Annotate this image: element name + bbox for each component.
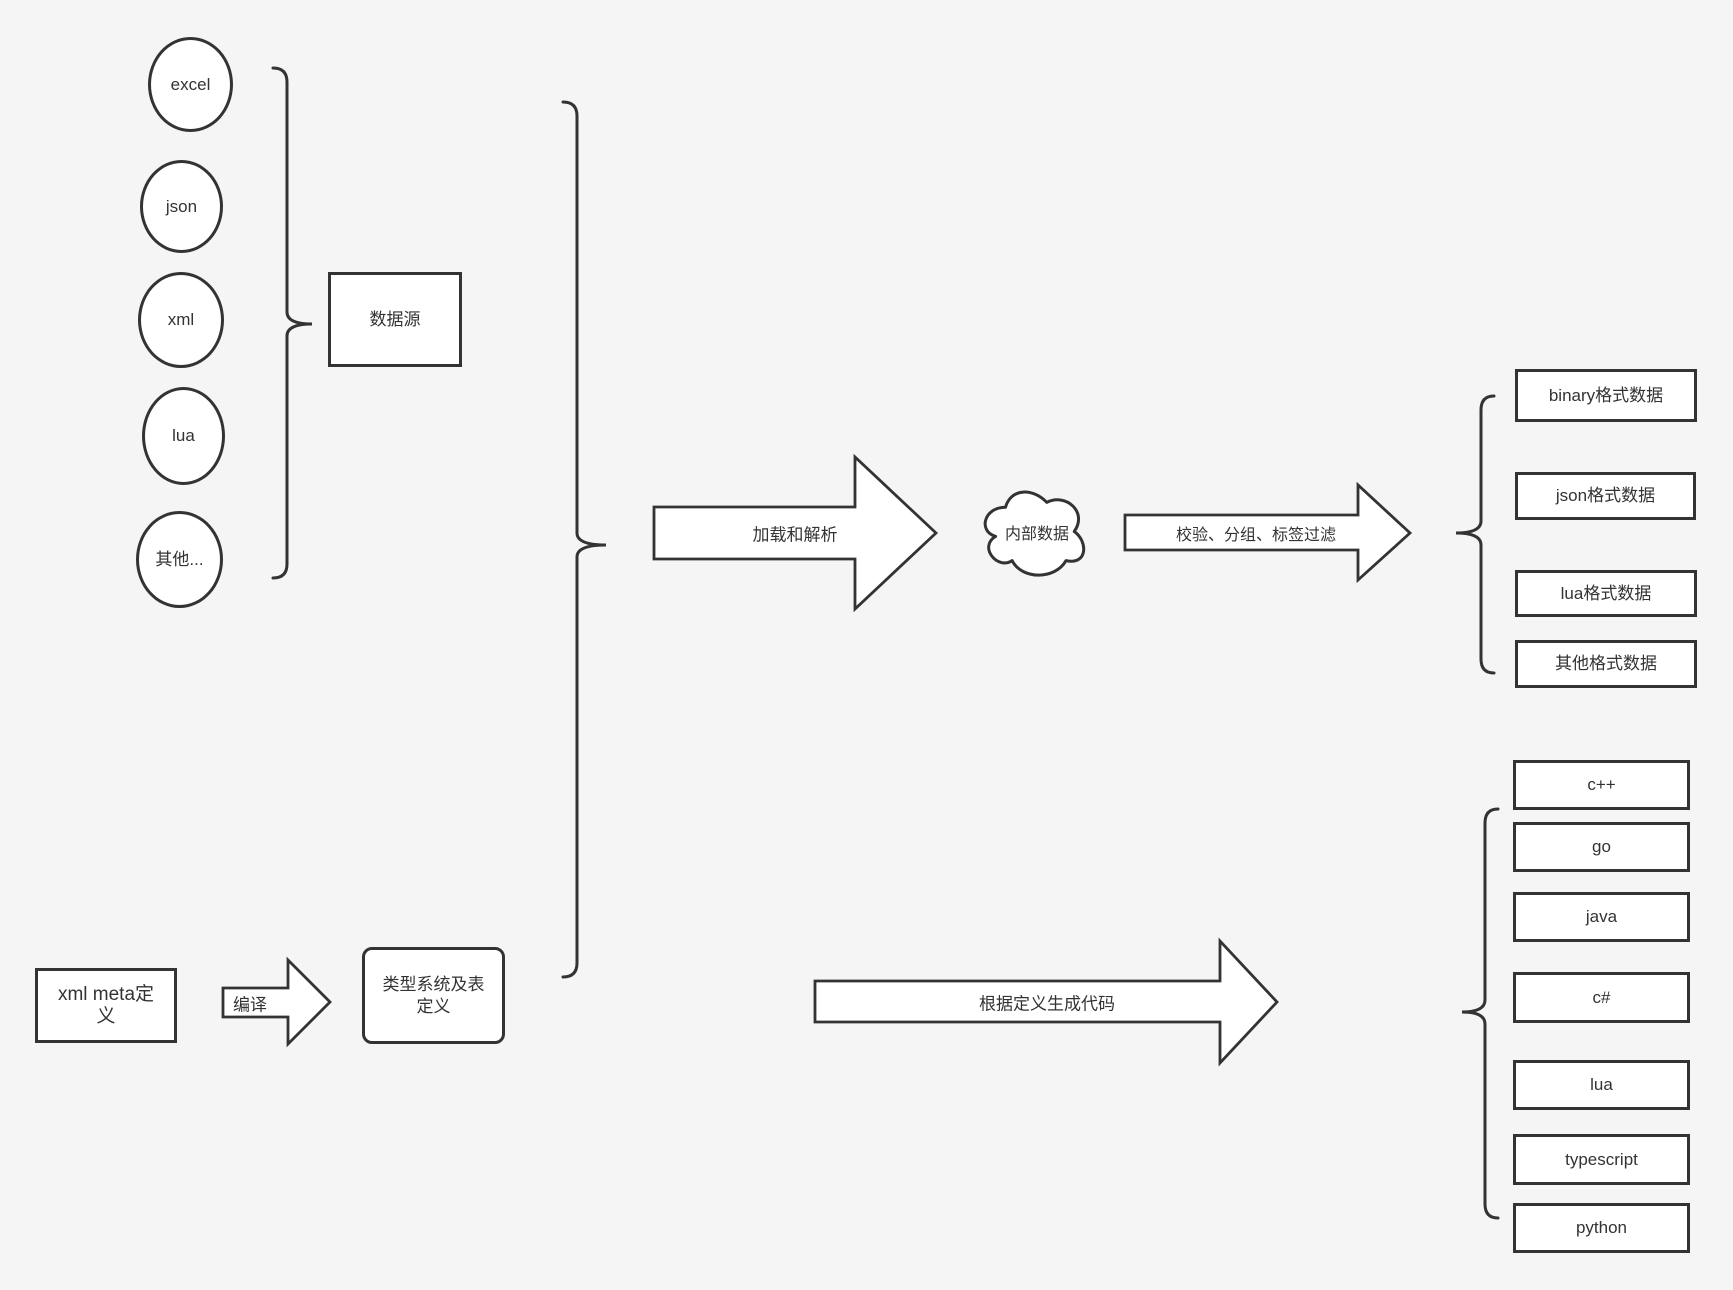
internal-data-cloud-label: 内部数据 bbox=[1004, 526, 1070, 543]
language-box-cpp-label: c++ bbox=[1587, 775, 1616, 794]
type-system-box-label: 类型系统及表定义 bbox=[382, 974, 485, 1016]
source-ellipse-other: 其他... bbox=[136, 511, 223, 608]
xml-meta-box: xml meta定义 bbox=[35, 968, 177, 1043]
language-box-python-label: python bbox=[1575, 1218, 1628, 1237]
brace-data-sources bbox=[271, 66, 313, 580]
language-box-csharp-label: c# bbox=[1592, 987, 1611, 1007]
format-box-json: json格式数据 bbox=[1515, 472, 1696, 520]
type-system-box: 类型系统及表定义 bbox=[362, 947, 505, 1044]
brace-languages bbox=[1461, 807, 1500, 1220]
language-box-java-label: java bbox=[1585, 907, 1618, 926]
language-box-typescript: typescript bbox=[1513, 1134, 1690, 1185]
generate-code-arrow-label: 根据定义生成代码 bbox=[979, 994, 1115, 1014]
format-box-other-label: 其他格式数据 bbox=[1555, 654, 1657, 673]
source-ellipse-xml: xml bbox=[138, 272, 224, 368]
source-ellipse-json: json bbox=[140, 160, 223, 253]
source-ellipse-xml-label: xml bbox=[167, 310, 195, 329]
brace-output-formats bbox=[1455, 394, 1496, 675]
format-box-binary-label: binary格式数据 bbox=[1548, 385, 1664, 405]
brace-all-inputs bbox=[561, 100, 607, 979]
data-source-box-label: 数据源 bbox=[369, 309, 421, 329]
compile-arrow bbox=[221, 956, 332, 1048]
language-box-csharp: c# bbox=[1513, 972, 1690, 1023]
language-box-go: go bbox=[1513, 822, 1690, 872]
language-box-lua-label: lua bbox=[1590, 1075, 1613, 1094]
load-parse-arrow-label: 加载和解析 bbox=[752, 525, 838, 545]
format-box-lua: lua格式数据 bbox=[1515, 570, 1697, 617]
language-box-lua: lua bbox=[1513, 1060, 1690, 1110]
filter-arrow-label: 校验、分组、标签过滤 bbox=[1175, 527, 1337, 544]
format-box-binary: binary格式数据 bbox=[1515, 369, 1697, 422]
data-source-box: 数据源 bbox=[328, 272, 462, 367]
source-ellipse-json-label: json bbox=[165, 196, 198, 216]
source-ellipse-lua-label: lua bbox=[172, 426, 195, 445]
source-ellipse-lua: lua bbox=[142, 387, 225, 485]
source-ellipse-other-label: 其他... bbox=[155, 549, 204, 569]
language-box-go-label: go bbox=[1592, 837, 1611, 856]
filter-arrow bbox=[1123, 481, 1413, 584]
format-box-json-label: json格式数据 bbox=[1555, 486, 1656, 505]
format-box-lua-label: lua格式数据 bbox=[1560, 583, 1652, 603]
language-box-java: java bbox=[1513, 892, 1690, 942]
xml-meta-box-label: xml meta定义 bbox=[57, 983, 155, 1027]
source-ellipse-excel: excel bbox=[148, 37, 233, 132]
source-ellipse-excel-label: excel bbox=[170, 74, 211, 94]
internal-data-cloud bbox=[983, 490, 1086, 577]
compile-arrow-label: 编译 bbox=[233, 995, 267, 1015]
language-box-python: python bbox=[1513, 1203, 1690, 1253]
load-parse-arrow bbox=[652, 453, 939, 613]
language-box-typescript-label: typescript bbox=[1565, 1149, 1638, 1169]
generate-code-arrow bbox=[813, 937, 1279, 1067]
format-box-other: 其他格式数据 bbox=[1515, 640, 1697, 688]
language-box-cpp: c++ bbox=[1513, 760, 1690, 810]
